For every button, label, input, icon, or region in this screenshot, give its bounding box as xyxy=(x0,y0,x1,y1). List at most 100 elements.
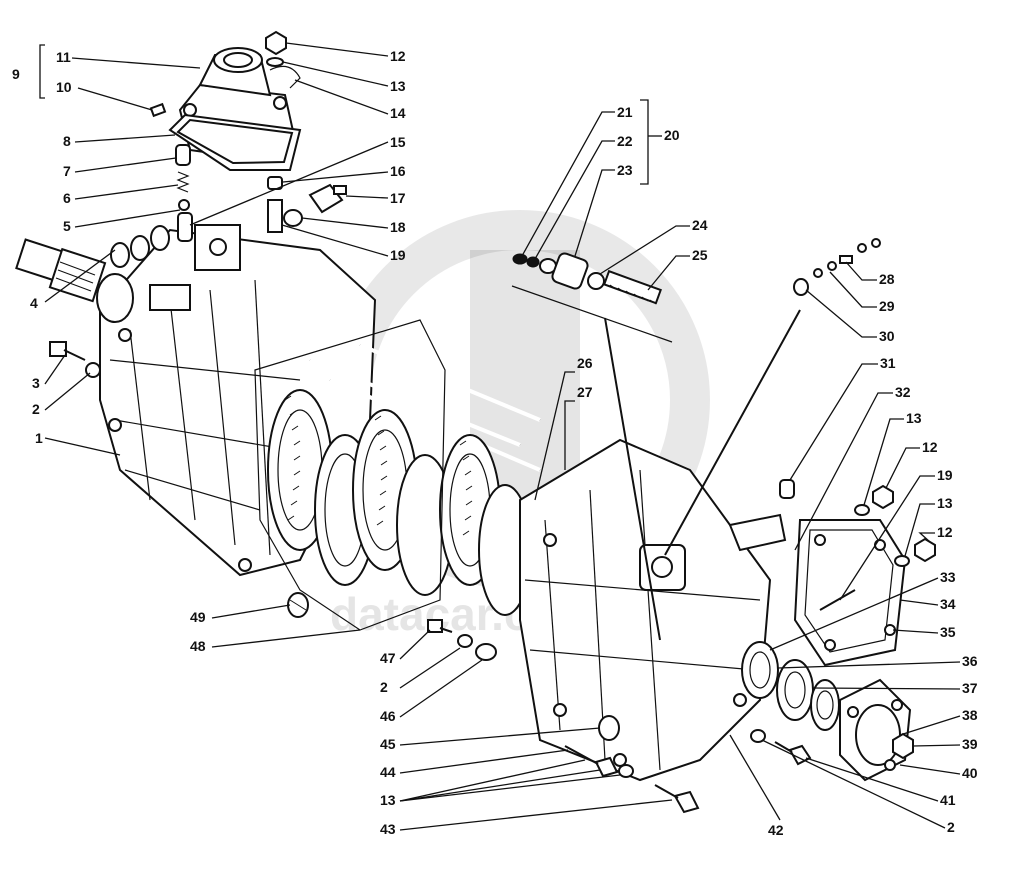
label-38: 38 xyxy=(962,707,978,723)
bolt-43 xyxy=(654,784,700,814)
label-46: 46 xyxy=(380,708,396,724)
label-42: 42 xyxy=(768,822,784,838)
label-11: 11 xyxy=(56,49,71,65)
stud-14 xyxy=(269,65,301,89)
shaft-seal-rings xyxy=(110,225,170,268)
label-36: 36 xyxy=(962,653,978,669)
label-43: 43 xyxy=(380,821,396,837)
label-37: 37 xyxy=(962,680,978,696)
label-18: 18 xyxy=(390,219,406,235)
rear-housing xyxy=(519,438,787,782)
ring-28b xyxy=(857,243,867,253)
rear-cover-plate-34 xyxy=(793,519,907,667)
detent-spring-6 xyxy=(176,171,190,193)
label-25: 25 xyxy=(692,247,708,263)
detent-plunger-7 xyxy=(175,144,191,166)
label-1: 1 xyxy=(35,430,43,446)
washer-13-bottom xyxy=(618,764,634,778)
label-3: 3 xyxy=(32,375,40,391)
label-5: 5 xyxy=(63,218,71,234)
plug-45 xyxy=(598,715,620,741)
label-10: 10 xyxy=(56,79,72,95)
label-13-top: 13 xyxy=(390,78,406,94)
cover-gasket-8-inner xyxy=(176,118,294,165)
bracket-9 xyxy=(39,44,45,99)
label-47: 47 xyxy=(380,650,396,666)
oil-seal-36 xyxy=(741,641,779,699)
label-15: 15 xyxy=(390,134,406,150)
label-45: 45 xyxy=(380,736,396,752)
reverse-light-switch-17 xyxy=(308,183,347,214)
label-20: 20 xyxy=(664,127,680,143)
label-8: 8 xyxy=(63,133,71,149)
washer-13-right-lower xyxy=(894,555,910,567)
label-41: 41 xyxy=(940,792,956,808)
shift-rods xyxy=(309,343,541,472)
label-34: 34 xyxy=(940,596,956,612)
washer-2-mid xyxy=(457,634,473,648)
drain-plug-49 xyxy=(287,592,309,618)
cable-27 xyxy=(604,317,661,641)
plug-31 xyxy=(779,479,795,499)
label-26: 26 xyxy=(577,355,593,371)
label-7: 7 xyxy=(63,163,71,179)
screw-10 xyxy=(149,102,167,118)
label-19-top: 19 xyxy=(390,247,406,263)
label-48: 48 xyxy=(190,638,206,654)
label-14: 14 xyxy=(390,105,406,121)
ring-29b xyxy=(813,268,823,278)
washer-13-right-upper xyxy=(854,504,870,516)
label-12-r1: 12 xyxy=(922,439,938,455)
ring-29a xyxy=(827,261,837,271)
label-31: 31 xyxy=(880,355,896,371)
bolt-41 xyxy=(774,741,812,766)
label-28: 28 xyxy=(879,271,895,287)
label-40: 40 xyxy=(962,765,978,781)
label-22: 22 xyxy=(617,133,633,149)
detent-pin xyxy=(177,212,193,242)
label-17: 17 xyxy=(390,190,406,206)
o-ring-30 xyxy=(793,278,809,296)
input-shaft xyxy=(15,238,134,323)
label-12-top: 12 xyxy=(390,48,406,64)
key-28 xyxy=(839,255,853,264)
label-9: 9 xyxy=(12,66,20,82)
cable-26 xyxy=(664,309,801,556)
ring-28a xyxy=(871,238,881,248)
washer-18 xyxy=(283,209,303,227)
label-49: 49 xyxy=(190,609,206,625)
label-6: 6 xyxy=(63,190,71,206)
label-27: 27 xyxy=(577,384,593,400)
label-35: 35 xyxy=(940,624,956,640)
bracket-20 xyxy=(640,99,649,185)
washer-46 xyxy=(475,643,497,661)
label-29: 29 xyxy=(879,298,895,314)
washer-2-right xyxy=(750,729,766,743)
label-19-right: 19 xyxy=(937,467,953,483)
label-2-right: 2 xyxy=(947,819,955,835)
intermediate-gasket-48 xyxy=(254,319,446,631)
bolt-47 xyxy=(427,619,453,633)
speedometer-drive xyxy=(511,252,673,343)
detent-ball-5 xyxy=(178,199,190,211)
label-23: 23 xyxy=(617,162,633,178)
label-44: 44 xyxy=(380,764,396,780)
label-4: 4 xyxy=(30,295,38,311)
sleeve-19 xyxy=(267,199,283,233)
label-16: 16 xyxy=(390,163,406,179)
label-21: 21 xyxy=(617,104,633,120)
label-24: 24 xyxy=(692,217,708,233)
bolt-44 xyxy=(564,745,619,778)
label-33: 33 xyxy=(940,569,956,585)
label-13-r1: 13 xyxy=(906,410,922,426)
label-13-bottom: 13 xyxy=(380,792,396,808)
bearing-37 xyxy=(776,659,814,721)
gear-set xyxy=(267,389,532,616)
label-12-r2: 12 xyxy=(937,524,953,540)
nut-12-right-upper xyxy=(872,484,894,510)
nut-12-top xyxy=(265,30,287,56)
nut-39 xyxy=(892,732,914,760)
nut-12-right-lower xyxy=(914,537,936,563)
bolt-3 xyxy=(49,341,86,361)
